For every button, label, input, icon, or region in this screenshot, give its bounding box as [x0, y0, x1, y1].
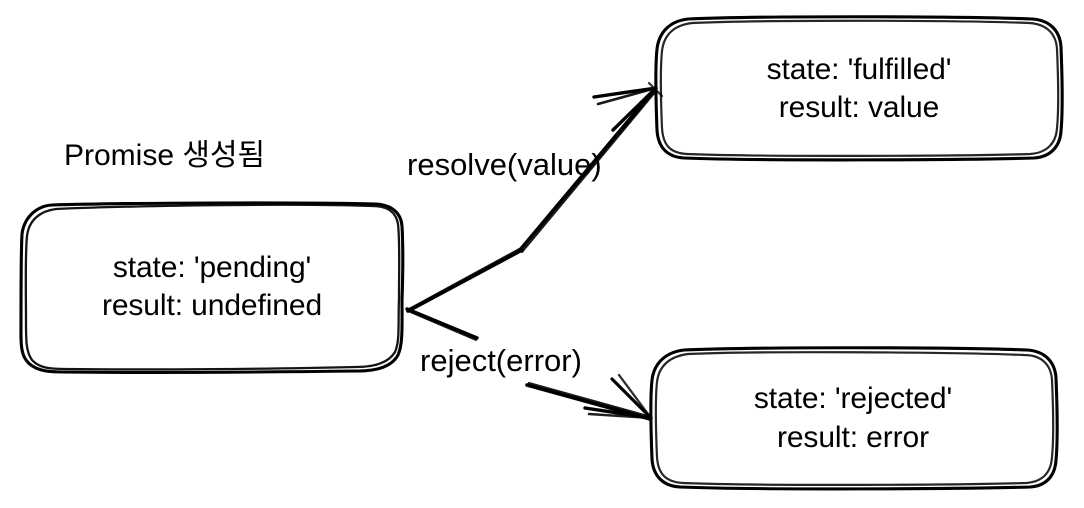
promise-pending-node: state: 'pending' result: undefined [20, 203, 404, 371]
pending-result-text: result: undefined [101, 289, 323, 322]
promise-rejected-node: state: 'rejected' result: error [650, 348, 1056, 489]
diagram-caption-promise-created: Promise 생성됨 [64, 139, 266, 172]
resolve-arrow [406, 81, 664, 313]
promise-fulfilled-node: state: 'fulfilled' result: value [655, 17, 1063, 161]
reject-edge-label: reject(error) [420, 343, 582, 378]
fulfilled-result-text: result: value [778, 91, 940, 124]
pending-state-text: state: 'pending' [112, 250, 312, 284]
fulfilled-state-text: state: 'fulfilled' [766, 52, 952, 86]
resolve-edge-label: resolve(value) [407, 147, 602, 182]
rejected-state-text: state: 'rejected' [753, 382, 953, 416]
rejected-result-text: result: error [776, 420, 930, 454]
